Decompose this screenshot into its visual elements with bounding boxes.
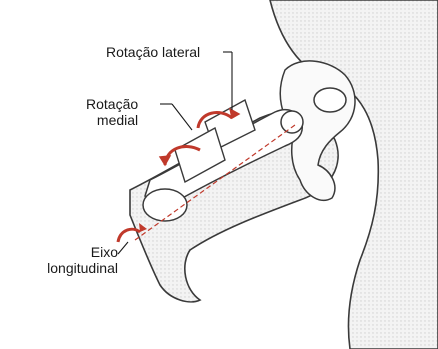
- medial-rotation-label-line1: Rotação: [86, 96, 138, 112]
- medial-rotation-label-line2: medial: [86, 112, 138, 128]
- medial-rotation-label: Rotação medial: [86, 96, 138, 128]
- longitudinal-axis-label-line2: longitudinal: [4, 260, 118, 276]
- lateral-rotation-label: Rotação lateral: [106, 44, 200, 60]
- longitudinal-axis-label: Eixo longitudinal: [4, 244, 118, 276]
- longitudinal-axis-label-line1: Eixo: [4, 244, 118, 260]
